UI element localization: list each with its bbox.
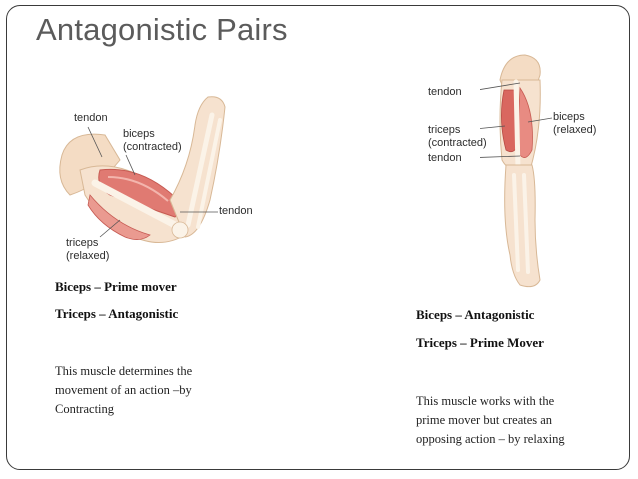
left-tendon-right-label: tendon: [219, 205, 253, 217]
left-triceps-state-label: (relaxed): [66, 250, 110, 262]
right-triceps-state-label: (contracted): [428, 137, 487, 149]
right-tendon-top-label: tendon: [428, 86, 462, 98]
extended-arm-illustration: [480, 54, 553, 288]
slide-title: Antagonistic Pairs: [36, 12, 288, 47]
left-description-line-2: movement of an action –by: [55, 383, 192, 397]
left-tendon-top-label: tendon: [74, 112, 108, 124]
left-biceps-role: Biceps – Prime mover: [55, 279, 177, 294]
right-biceps-role: Biceps – Antagonistic: [416, 307, 535, 322]
left-description-line-3: Contracting: [55, 402, 115, 416]
right-biceps-state-label: (relaxed): [553, 124, 597, 136]
left-biceps-label: biceps: [123, 128, 155, 140]
right-tendon-bottom-label: tendon: [428, 152, 462, 164]
right-description-line-1: This muscle works with the: [416, 394, 555, 408]
left-description-line-1: This muscle determines the: [55, 364, 193, 378]
left-biceps-state-label: (contracted): [123, 141, 182, 153]
left-triceps-label: triceps: [66, 237, 99, 249]
right-description-line-2: prime mover but creates an: [416, 413, 553, 427]
flexed-arm-illustration: [59, 96, 226, 243]
right-triceps-role: Triceps – Prime Mover: [416, 335, 544, 350]
right-biceps-label: biceps: [553, 111, 585, 123]
left-triceps-role: Triceps – Antagonistic: [55, 306, 179, 321]
right-description-line-3: opposing action – by relaxing: [416, 432, 565, 446]
right-triceps-label: triceps: [428, 124, 461, 136]
